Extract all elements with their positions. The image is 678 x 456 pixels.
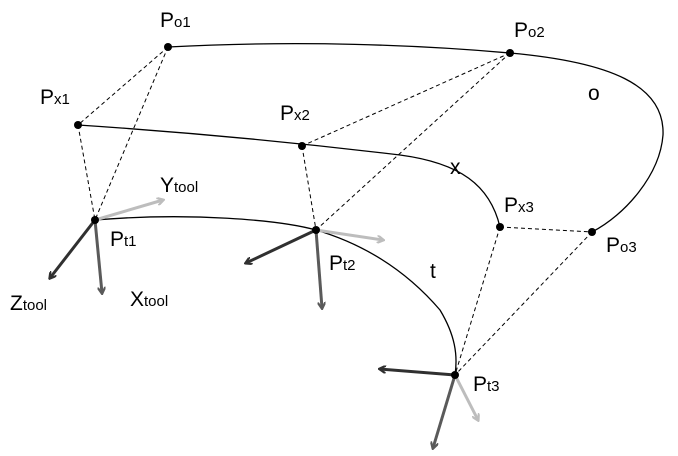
point-po1 [164, 43, 172, 51]
label-pt2: Pt2 [329, 252, 356, 275]
label-x-tool: Xtool [130, 288, 168, 311]
label-curve-x: x [450, 156, 461, 179]
curve-o [167, 43, 664, 233]
dash-po2-px2 [301, 52, 511, 147]
points [74, 43, 596, 379]
label-curve-o: o [588, 82, 600, 105]
label-z-tool: Ztool [10, 292, 47, 315]
label-px1: Px1 [40, 86, 70, 109]
dash-px2-pt2 [301, 145, 317, 231]
label-po2: Po2 [514, 19, 545, 42]
x-axis-arrow-pt3 [433, 374, 457, 448]
z-axis-arrow-pt3 [380, 369, 456, 377]
dash-po3-pt3 [454, 231, 593, 376]
point-px2 [298, 142, 306, 150]
point-px1 [74, 121, 82, 129]
label-curve-t: t [430, 260, 436, 283]
point-pt3 [451, 371, 459, 379]
y-axis-arrow-pt3 [453, 374, 478, 420]
point-pt2 [312, 226, 320, 234]
dash-po1-px1 [77, 46, 169, 126]
curve-x [77, 124, 501, 228]
tool-frame-pt3 [380, 369, 478, 448]
dash-po1-pt1 [94, 46, 169, 221]
z-axis-arrow-pt2 [246, 228, 317, 263]
y-axis-arrow-pt1 [94, 200, 163, 222]
dash-px1-pt1 [77, 124, 96, 221]
curve-t [94, 216, 457, 376]
label-px2: Px2 [280, 102, 310, 125]
dashed-connectors [77, 46, 593, 376]
label-px3: Px3 [504, 194, 534, 217]
dash-px3-pt3 [454, 226, 501, 376]
dash-px3-po3 [499, 226, 593, 233]
label-pt3: Pt3 [473, 373, 500, 396]
tool-frame-pt1 [50, 200, 163, 293]
dash-po2-pt2 [315, 52, 511, 231]
label-pt1: Pt1 [110, 228, 137, 251]
x-axis-arrow-pt1 [93, 219, 102, 293]
label-po1: Po1 [160, 9, 191, 32]
x-axis-arrow-pt2 [314, 229, 322, 308]
point-po3 [588, 228, 596, 236]
z-axis-arrow-pt1 [50, 219, 97, 278]
label-po3: Po3 [606, 234, 637, 257]
tool-frame-pt2 [246, 228, 383, 308]
y-axis-arrow-pt2 [315, 228, 383, 240]
point-pt1 [91, 216, 99, 224]
label-y-tool: Ytool [160, 174, 198, 197]
point-po2 [506, 49, 514, 57]
point-px3 [496, 223, 504, 231]
